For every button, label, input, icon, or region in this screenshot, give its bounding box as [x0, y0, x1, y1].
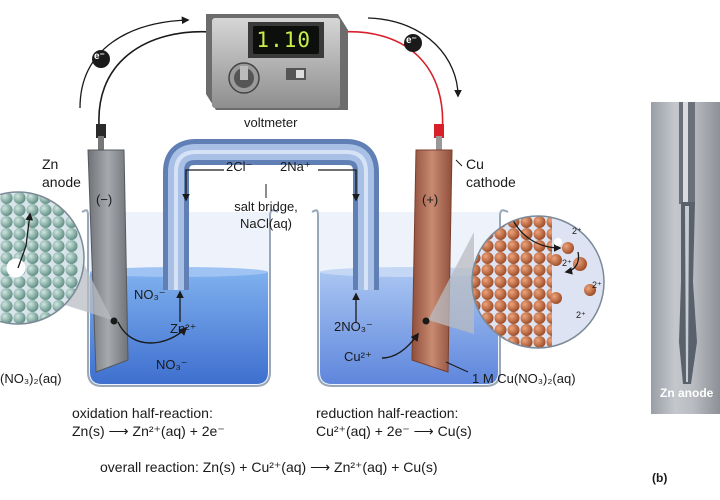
cu-ion-charge-3: 2⁺	[592, 280, 602, 290]
overall-equation: overall reaction: Zn(s) + Cu²⁺(aq) ⟶ Zn²…	[100, 459, 438, 475]
copper-lattice-magnified	[472, 216, 604, 348]
electron-right-badge	[404, 34, 422, 52]
anode-contact-dot	[110, 317, 118, 325]
copper-ion-arrow	[381, 332, 419, 359]
electron-left-label: e⁻	[94, 51, 105, 62]
salt-bridge-label: salt bridge,	[234, 199, 298, 214]
anode-title-element: Zn	[42, 156, 59, 172]
wire-left	[98, 30, 213, 137]
voltmeter-label: voltmeter	[244, 115, 298, 130]
left-nitrate-ion-bottom: NO₃⁻	[156, 357, 188, 372]
cathode-title-word: cathode	[466, 174, 516, 190]
zinc-lattice-magnified	[0, 192, 84, 324]
zinc-anode-photo	[651, 102, 720, 414]
copper-electrode	[411, 149, 453, 373]
photo-caption: Zn anode	[660, 386, 714, 400]
reduction-equation: Cu²⁺(aq) + 2e⁻ ⟶ Cu(s)	[316, 423, 472, 439]
electron-arrow-right	[367, 17, 462, 98]
cathode-contact-dot	[422, 317, 430, 325]
oxidation-heading: oxidation half-reaction:	[72, 405, 213, 421]
electron-left-badge	[92, 50, 110, 68]
cathode-leader	[445, 361, 469, 373]
reduction-heading: reduction half-reaction:	[316, 405, 459, 421]
copper-ion: Cu²⁺	[344, 349, 372, 364]
chloride-arrow	[182, 169, 224, 202]
salt-bridge-left-ion: 2Cl⁻	[226, 159, 253, 174]
cu-ion-charge-1: 2⁺	[572, 226, 582, 236]
anode-sign: (−)	[96, 192, 113, 207]
wire-right	[339, 31, 444, 135]
left-solution-label: (NO₃)₂(aq)	[0, 371, 62, 386]
cu-ion-charge-4: 2⁺	[576, 310, 586, 320]
oxidation-equation: Zn(s) ⟶ Zn²⁺(aq) + 2e⁻	[72, 423, 225, 439]
zinc-ion-arrow	[117, 321, 188, 344]
electron-arrow-left	[79, 16, 190, 109]
zinc-rod-graphic	[679, 102, 697, 384]
sodium-arrow	[318, 169, 360, 202]
right-solution-label: 1 M Cu(NO₃)₂(aq)	[472, 371, 576, 386]
zinc-ion: Zn²⁺	[170, 321, 197, 336]
right-nitrate-ion: 2NO₃⁻	[334, 319, 373, 334]
black-probe	[96, 124, 106, 152]
cathode-title-leader	[455, 159, 463, 167]
cathode-title-element: Cu	[466, 156, 484, 172]
electron-right-label: e⁻	[406, 35, 417, 46]
salt-bridge-solution: NaCl(aq)	[239, 216, 292, 231]
magnifier-wedge-right	[428, 232, 474, 334]
cathode-sign: (+)	[422, 192, 439, 207]
panel-label-b: (b)	[652, 471, 668, 485]
left-nitrate-ion-top: NO₃⁻	[134, 287, 166, 302]
cu-ion-charge-2: 2⁺	[562, 258, 572, 268]
voltmeter-display: 1.10	[253, 26, 319, 54]
salt-bridge-tube	[163, 139, 379, 290]
salt-bridge-right-ion: 2Na⁺	[280, 159, 311, 174]
red-probe	[434, 124, 444, 152]
anode-title-word: anode	[42, 174, 81, 190]
